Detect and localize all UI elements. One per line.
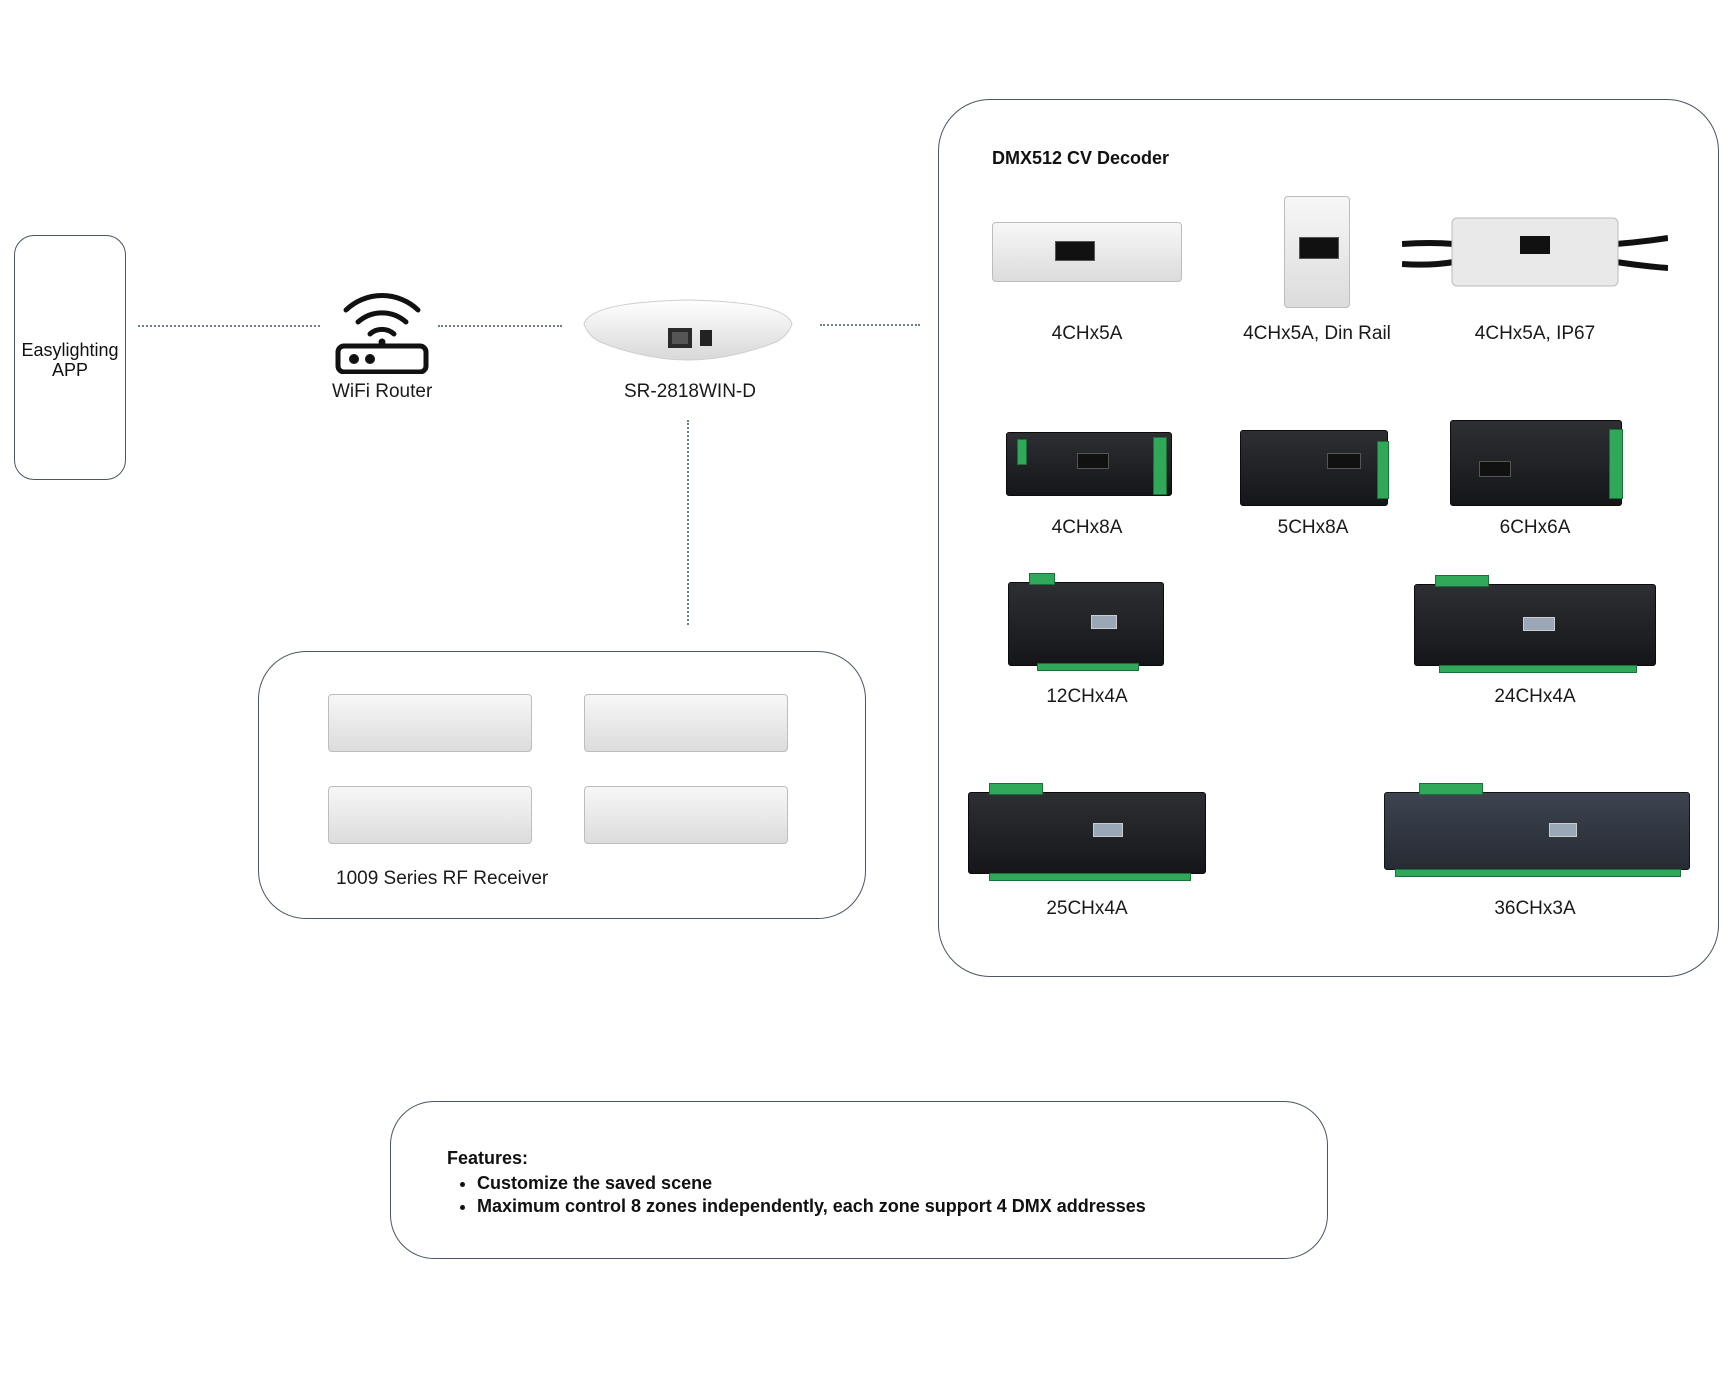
rf-receiver-4 [584, 786, 788, 844]
features-list: Customize the saved scene Maximum contro… [447, 1172, 1146, 1218]
decoder-6chx6a-image [1450, 420, 1623, 506]
decoder-5chx8a-label: 5CHx8A [1277, 517, 1349, 538]
decoder-25chx4a-image [968, 783, 1206, 881]
decoder-24chx4a-image [1414, 575, 1656, 673]
decoder-36chx3a-image [1384, 783, 1690, 877]
rf-receiver-2 [584, 694, 788, 752]
decoder-4chx5a-label: 4CHx5A [1051, 323, 1123, 344]
app-box: Easylighting APP [14, 235, 126, 480]
decoder-5chx8a-image [1240, 430, 1389, 506]
decoder-12chx4a-image [1008, 573, 1164, 671]
decoder-4chx5a-ip67-label: 4CHx5A, IP67 [1474, 323, 1596, 344]
decoder-4chx8a-label: 4CHx8A [1051, 517, 1123, 538]
features-box [390, 1101, 1328, 1259]
app-label: Easylighting APP [21, 340, 119, 380]
decoder-25chx4a-label: 25CHx4A [1046, 898, 1128, 919]
decoder-24chx4a-label: 24CHx4A [1494, 686, 1576, 707]
gateway-device-image [580, 296, 796, 362]
gateway-label: SR-2818WIN-D [624, 381, 756, 402]
connector-gateway-dmx [820, 324, 920, 326]
decoder-6chx6a-label: 6CHx6A [1499, 517, 1571, 538]
rf-receiver-3 [328, 786, 532, 844]
rf-group-label: 1009 Series RF Receiver [336, 868, 549, 889]
feature-item: Customize the saved scene [477, 1172, 1146, 1195]
decoder-4chx5a-image [992, 222, 1182, 282]
rf-receiver-1 [328, 694, 532, 752]
decoder-12chx4a-label: 12CHx4A [1046, 686, 1128, 707]
feature-item: Maximum control 8 zones independently, e… [477, 1195, 1146, 1218]
decoder-4chx5a-ip67-image [1401, 214, 1669, 290]
dmx-group-title: DMX512 CV Decoder [992, 148, 1170, 168]
connector-router-gateway [438, 325, 562, 327]
decoder-36chx3a-label: 36CHx3A [1494, 898, 1576, 919]
features-title: Features: [447, 1148, 529, 1168]
decoder-4chx8a-image [1006, 432, 1172, 496]
wifi-router-icon [332, 278, 432, 375]
connector-app-router [138, 325, 320, 327]
connector-gateway-rf [687, 420, 689, 625]
router-label: WiFi Router [332, 381, 433, 402]
decoder-4chx5a-dinrail-image [1284, 196, 1350, 308]
decoder-4chx5a-dinrail-label: 4CHx5A, Din Rail [1243, 323, 1391, 344]
